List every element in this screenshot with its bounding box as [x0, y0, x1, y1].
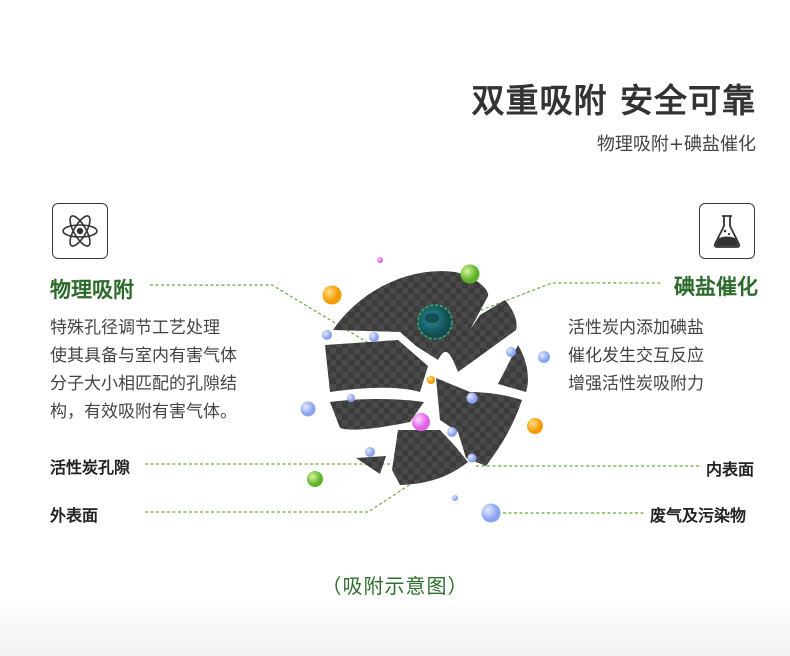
iodine-catalysis-title: 碘盐催化: [674, 275, 758, 299]
carbon-fragment: [436, 378, 522, 466]
page-subtitle: 物理吸附+碘盐催化: [596, 134, 756, 155]
desc-line: 活性炭内添加碘盐: [568, 318, 704, 338]
molecule: [377, 257, 383, 263]
physical-adsorption-title: 物理吸附: [50, 278, 134, 302]
desc-line: 增强活性炭吸附力: [568, 374, 704, 394]
desc-line: 使其具备与室内有害气体: [50, 346, 237, 366]
molecule: [427, 376, 435, 384]
molecule: [307, 471, 323, 487]
callout-pollutants: 废气及污染物: [650, 506, 747, 525]
molecule: [347, 394, 355, 402]
molecule: [412, 413, 430, 431]
molecule: [322, 285, 342, 305]
molecule: [322, 330, 332, 340]
carbon-fragment: [330, 399, 424, 430]
molecule: [467, 453, 477, 463]
diagram-caption: （吸附示意图）: [321, 574, 469, 598]
atom-icon: [52, 203, 108, 259]
leader-iodine-catalysis: [449, 282, 662, 323]
desc-line: 分子大小相匹配的孔隙结: [50, 374, 237, 394]
molecule: [447, 427, 457, 437]
carbon-fragment: [356, 456, 386, 474]
desc-line: 催化发生交互反应: [568, 346, 704, 366]
molecule: [369, 332, 379, 342]
molecule: [300, 401, 316, 417]
carbon-fragment: [325, 340, 428, 392]
molecule: [481, 503, 501, 523]
carbon-fragment: [498, 345, 528, 392]
molecule: [365, 447, 375, 457]
molecule: [506, 347, 516, 357]
physical-adsorption-desc: 特殊孔径调节工艺处理 使其具备与室内有害气体 分子大小相匹配的孔隙结 构，有效吸…: [50, 314, 300, 426]
flask-icon: [699, 203, 755, 259]
molecule: [452, 495, 458, 501]
bottom-gradient: [0, 600, 790, 656]
iodine-catalysis-desc: 活性炭内添加碘盐 催化发生交互反应 增强活性炭吸附力: [568, 314, 758, 398]
page-title: 双重吸附 安全可靠: [471, 81, 756, 120]
callout-outer-surface: 外表面: [50, 506, 99, 525]
desc-line: 特殊孔径调节工艺处理: [50, 318, 220, 338]
carbon-fragment: [392, 430, 468, 485]
molecule: [538, 351, 550, 363]
activated-carbon-sphere: [325, 271, 528, 485]
gas-molecules: [300, 257, 550, 523]
leader-outer-surface: [145, 477, 421, 513]
callout-pores: 活性炭孔隙: [50, 458, 131, 477]
molecule: [527, 418, 543, 434]
callout-inner-surface: 内表面: [706, 460, 755, 479]
molecule: [460, 264, 480, 284]
molecule: [466, 392, 478, 404]
desc-line: 构，有效吸附有害气体。: [50, 402, 237, 422]
